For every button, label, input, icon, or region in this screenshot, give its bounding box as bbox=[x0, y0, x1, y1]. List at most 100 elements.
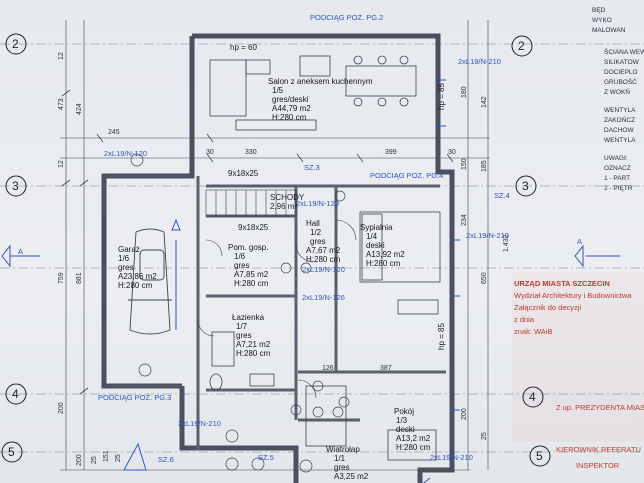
hp85-label-b: hp = 85 bbox=[437, 323, 446, 350]
dim-387: 387 bbox=[380, 365, 392, 372]
lintel-126: 2xL19/N-126 bbox=[302, 293, 345, 302]
dim-left-759: 759 bbox=[58, 272, 65, 284]
schody-height: 2,96 m² bbox=[270, 202, 297, 211]
lazienka-finish: gres bbox=[236, 331, 252, 340]
sypialnia-height: H:280 cm bbox=[366, 259, 401, 268]
salon-name: Salon z aneksem kuchennym bbox=[268, 77, 373, 86]
garaz-area: A23,86 m2 bbox=[118, 272, 157, 281]
side-note-12: UWAGI: bbox=[604, 155, 628, 162]
dim-right-25: 25 bbox=[481, 432, 488, 440]
dim-top-245: 245 bbox=[108, 129, 120, 136]
stamp-line-8: INSPEKTOR bbox=[576, 461, 620, 470]
hp60-label: hp = 60 bbox=[230, 43, 257, 52]
lintel-210-right: 2xL19/N-210 bbox=[466, 231, 509, 240]
lintel-120-garage: 2xL19/N-120 bbox=[104, 149, 147, 158]
section-mark-left: A bbox=[18, 247, 23, 256]
dim-left-424: 424 bbox=[76, 103, 83, 115]
stamp-line-2: Wydział Architektury i Budownictwa bbox=[514, 291, 632, 300]
section-mark-right: A bbox=[577, 237, 582, 246]
lintel-210-bottom: 2xL19/N-210 bbox=[430, 453, 473, 462]
dim-left-25b: 25 bbox=[115, 454, 122, 462]
wiatrolap-area: A3,25 m2 bbox=[334, 472, 369, 481]
dim-left-151: 151 bbox=[103, 450, 110, 462]
dim-left-200b: 200 bbox=[76, 454, 83, 466]
stamp-line-7: KIEROWNIK REFERATU bbox=[556, 445, 641, 454]
salon-num: 1/5 bbox=[272, 86, 284, 95]
axis-left-4: 4 bbox=[12, 387, 19, 401]
lazienka-num: 1/7 bbox=[236, 322, 248, 331]
pokoj-finish: deski bbox=[396, 425, 415, 434]
dim-right-234: 234 bbox=[461, 214, 468, 226]
dim-right-650: 650 bbox=[481, 272, 488, 284]
side-note-11: WENTYLA bbox=[604, 137, 636, 144]
sypialnia-finish: deski bbox=[366, 241, 385, 250]
dim-right-142: 142 bbox=[481, 96, 488, 108]
stair-step-b: 9x18x25 bbox=[238, 223, 269, 232]
axis-left-2: 2 bbox=[12, 37, 19, 51]
sypialnia-area: A13,92 m2 bbox=[366, 250, 405, 259]
wiatrolap-name: Wiatrołap bbox=[326, 445, 360, 454]
stair-step-a: 9x18x25 bbox=[228, 169, 259, 178]
side-note-1: WYKO bbox=[592, 17, 612, 24]
axis-right-4: 4 bbox=[529, 390, 536, 404]
lazienka-height: H:280 cm bbox=[236, 349, 271, 358]
garaz-name: Garaż bbox=[118, 245, 140, 254]
sz3-label: SZ.3 bbox=[304, 163, 320, 172]
dim-right-1432: 1.432 bbox=[503, 234, 510, 252]
side-note-9: ZAKOŃCZ bbox=[604, 115, 635, 124]
stamp-line-1: URZĄD MIASTA SZCZECIN bbox=[514, 279, 610, 288]
podciag-pg4: PODCIĄG POZ. PG.4 bbox=[370, 171, 443, 180]
hall-num: 1/2 bbox=[310, 228, 322, 237]
pom-gosp-finish: gres bbox=[234, 261, 250, 270]
dim-right-200: 200 bbox=[461, 408, 468, 420]
side-note-14: 1 - PART bbox=[604, 175, 630, 182]
side-note-13: OZNACZ bbox=[604, 165, 631, 172]
stamp-line-4: z dnia bbox=[514, 315, 535, 324]
garaz-num: 1/6 bbox=[118, 254, 130, 263]
salon-finish: gres/deski bbox=[272, 95, 309, 104]
schody-label: SCHODY bbox=[270, 193, 305, 202]
axis-right-3: 3 bbox=[522, 179, 529, 193]
side-note-15: 2 - PIĘTR bbox=[604, 185, 633, 192]
pokoj-name: Pokój bbox=[394, 407, 414, 416]
dim-left-881: 881 bbox=[76, 272, 83, 284]
dim-left-12b: 12 bbox=[58, 52, 65, 60]
wiatrolap-finish: gres bbox=[334, 463, 350, 472]
pokoj-height: H:280 cm bbox=[396, 443, 431, 452]
hp85-label-a: hp = 85 bbox=[437, 83, 446, 110]
dim-right-180: 180 bbox=[461, 86, 468, 98]
lintel-210-left: 2xL19/N-210 bbox=[178, 419, 221, 428]
salon-area: A44,79 m2 bbox=[272, 104, 311, 113]
axis-right-5: 5 bbox=[536, 449, 543, 463]
stamp-line-6: Z up. PREZYDENTA MIASTA bbox=[556, 403, 644, 412]
dim-left-200: 200 bbox=[58, 402, 65, 414]
side-note-0: BĘD bbox=[592, 7, 606, 14]
hall-height: H:280 cm bbox=[306, 255, 341, 264]
dim-left-12: 12 bbox=[58, 160, 65, 168]
dim-left-25: 25 bbox=[91, 456, 98, 464]
sypialnia-num: 1/4 bbox=[366, 232, 378, 241]
garaz-finish: gres bbox=[118, 263, 134, 272]
side-note-4: SILIKATOW bbox=[604, 59, 640, 66]
dim-top-30b: 30 bbox=[448, 149, 456, 156]
side-note-3: ŚCIANA WEW. bbox=[604, 47, 644, 56]
pom-gosp-height: H:280 cm bbox=[234, 279, 269, 288]
side-note-2: MALOWAN bbox=[592, 27, 626, 34]
salon-height: H:280 cm bbox=[272, 113, 307, 122]
sypialnia-name: Sypialnia bbox=[360, 223, 393, 232]
pokoj-num: 1/3 bbox=[396, 416, 408, 425]
hall-name: Hall bbox=[306, 219, 320, 228]
axis-left-5: 5 bbox=[8, 445, 15, 459]
sz4-label: SZ.4 bbox=[494, 191, 510, 200]
pom-gosp-area: A7,85 m2 bbox=[234, 270, 269, 279]
stamp-line-5: znak: WAiB bbox=[514, 327, 552, 336]
lintel-120-hall: 2xL19/N-120 bbox=[296, 199, 339, 208]
dim-top-30: 30 bbox=[206, 149, 214, 156]
dim-right-185: 185 bbox=[481, 160, 488, 172]
wiatrolap-num: 1/1 bbox=[334, 454, 346, 463]
lintel-210-top: 2xL19/N-210 bbox=[458, 57, 501, 66]
side-note-10: DACHOW bbox=[604, 127, 634, 134]
hall-area: A7,67 m2 bbox=[306, 246, 341, 255]
